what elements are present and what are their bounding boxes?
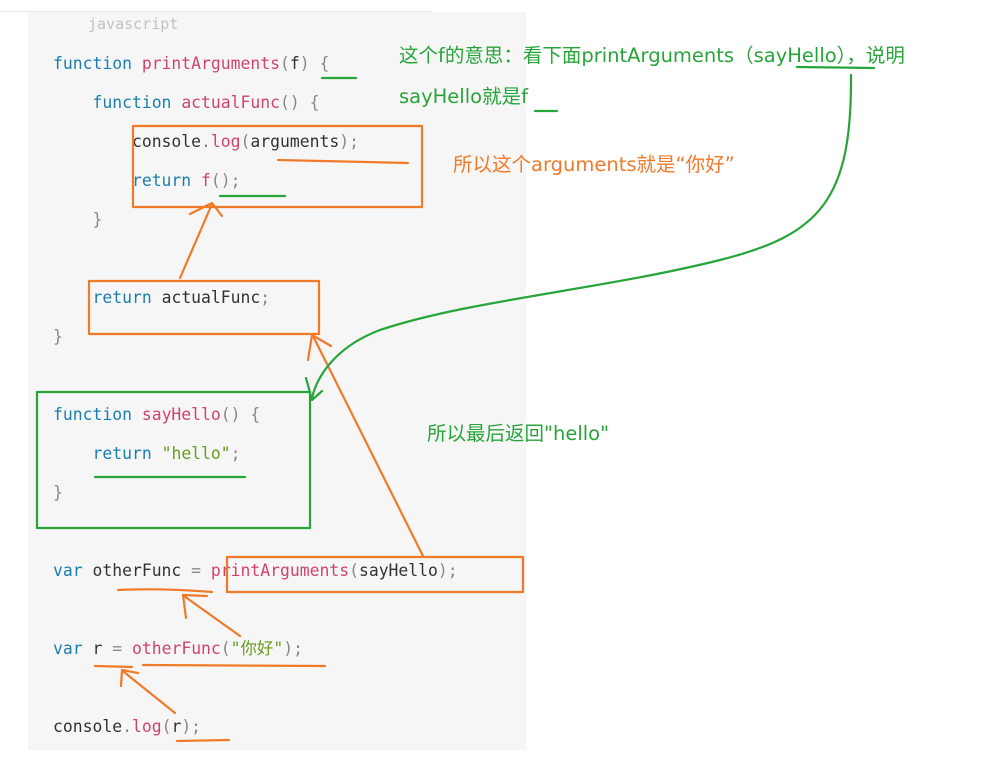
argument: arguments (250, 132, 340, 151)
string-literal: "你好" (230, 639, 284, 658)
orange-arrow-to-return-box (306, 333, 425, 558)
code-line-1: function printArguments(f) { (53, 54, 329, 74)
orange-arrow-to-otherfunc (181, 593, 242, 638)
code-language-label: javascript (88, 15, 179, 33)
orange-underline-arguments (276, 158, 410, 165)
note-f-meaning-line1: 这个f的意思：看下面printArguments（sayHello），说明 (399, 44, 905, 67)
call-name: otherFunc (131, 639, 221, 658)
function-name: actualFunc (181, 93, 280, 112)
code-line-6: return actualFunc; (53, 288, 270, 308)
note-arguments-meaning: 所以这个arguments就是“你好” (453, 153, 735, 176)
brace: } (53, 327, 63, 346)
punct: ); (283, 639, 303, 658)
green-underline-sayhello-note (795, 65, 876, 70)
keyword: var (53, 561, 83, 580)
keyword: return (92, 444, 152, 463)
green-arrowhead (304, 376, 324, 402)
punct: ; (260, 288, 271, 307)
brace: { (319, 54, 330, 73)
punct: ( (279, 54, 290, 73)
object: console (131, 132, 202, 151)
code-line-5: } (53, 210, 102, 230)
note-returns-hello: 所以最后返回"hello" (427, 422, 610, 445)
identifier: actualFunc (161, 288, 261, 307)
code-line-8: function sayHello() { (53, 405, 260, 425)
punct: ( (161, 717, 172, 736)
note-f-meaning-line2: sayHello就是f (399, 85, 528, 108)
code-line-3: console.log(arguments); (53, 132, 359, 152)
punct: (); (210, 171, 241, 190)
orange-underline-nihao-call (141, 663, 327, 668)
code-line-12: var r = otherFunc("你好"); (53, 639, 303, 659)
green-curve-to-sayhello (310, 73, 853, 400)
orange-arrow-to-r (119, 668, 177, 715)
keyword: var (53, 639, 83, 658)
punct: ; (230, 444, 241, 463)
string-literal: "hello" (161, 444, 231, 463)
orange-box-console-return (131, 124, 424, 209)
keyword: function (53, 54, 132, 73)
keyword: function (92, 93, 172, 112)
punct: () { (220, 405, 261, 424)
operator: = (191, 561, 202, 580)
top-divider (0, 11, 432, 12)
punct: ); (437, 561, 458, 580)
keyword: return (92, 288, 152, 307)
punct: ) (299, 54, 310, 73)
code-line-13: console.log(r); (53, 717, 201, 737)
operator: = (112, 639, 123, 658)
orange-underline-otherfunc (116, 588, 214, 594)
argument: r (171, 717, 182, 736)
orange-underline-log-r (175, 738, 231, 743)
call-name: f (201, 171, 211, 190)
code-line-11: var otherFunc = printArguments(sayHello)… (53, 561, 458, 581)
identifier: r (92, 639, 103, 658)
code-line-10: } (53, 483, 63, 503)
punct: ); (339, 132, 359, 151)
orange-box-printarguments-call (225, 555, 525, 594)
keyword: function (53, 405, 132, 424)
punct: ( (240, 132, 251, 151)
punct: ( (220, 639, 231, 658)
param: f (289, 54, 300, 73)
object: console (53, 717, 123, 736)
method: log (131, 717, 162, 736)
orange-underline-r (93, 664, 134, 669)
punct: ( (349, 561, 359, 580)
call-name: printArguments (210, 561, 350, 580)
orange-arrow-to-f-call (178, 201, 224, 280)
function-name: printArguments (141, 54, 280, 73)
code-panel (28, 12, 526, 750)
punct: () { (280, 93, 320, 112)
function-name: sayHello (141, 405, 221, 424)
argument: sayHello (358, 561, 438, 580)
brace: } (53, 483, 63, 502)
identifier: otherFunc (92, 561, 182, 580)
orange-box-return-actualfunc (87, 279, 321, 336)
brace: } (92, 210, 103, 229)
code-line-4: return f(); (53, 171, 241, 191)
code-line-2: function actualFunc() { (53, 93, 319, 113)
keyword: return (131, 171, 192, 190)
code-line-7: } (53, 327, 63, 347)
code-line-9: return "hello"; (53, 444, 241, 464)
green-box-sayhello (35, 390, 312, 530)
method: log (210, 132, 241, 151)
punct: . (122, 717, 132, 736)
punct: . (201, 132, 211, 151)
punct: ); (181, 717, 202, 736)
